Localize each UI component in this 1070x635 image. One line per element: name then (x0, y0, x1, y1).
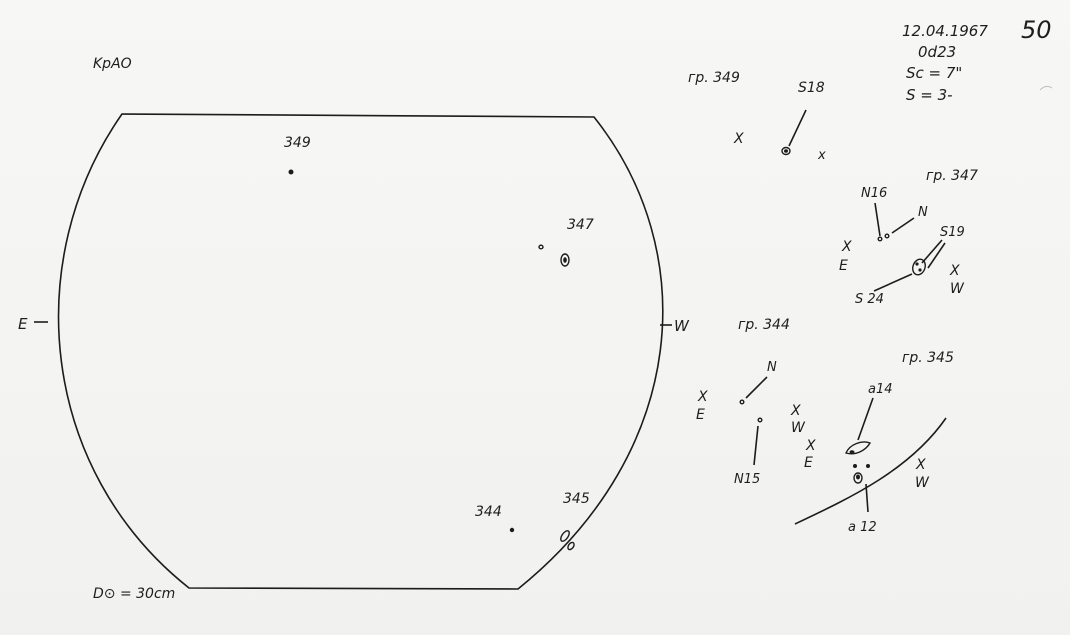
group-347-east-mark: X (841, 239, 852, 255)
sheet-number: 50 (1021, 16, 1052, 44)
group-344-n15-label: N15 (734, 472, 760, 487)
group-347-title: гр. 347 (926, 168, 978, 184)
group-345-following-spot (853, 472, 863, 484)
group-345-east-mark: X (805, 438, 816, 454)
group-347-big-umbra-2 (918, 268, 922, 272)
group-344-n15-pointer (753, 425, 759, 466)
group-347-s24-pointer (873, 273, 913, 292)
paper-smudge (1039, 85, 1053, 91)
group-345-a12-pointer (865, 483, 869, 513)
region-344-label: 344 (475, 504, 502, 520)
group-344-east-label: E (696, 407, 705, 423)
group-345-leading-spot (845, 441, 872, 455)
region-345-spot-a (560, 530, 570, 542)
group-345-dot-1 (853, 464, 857, 468)
group-347-small-spot-1 (877, 236, 883, 242)
group-347-west-label: W (950, 281, 965, 297)
region-345-label: 345 (563, 491, 590, 507)
date-label: 12.04.1967 (902, 22, 988, 40)
group-344-spot-n (739, 399, 745, 405)
group-345-a12-label: a 12 (848, 520, 877, 535)
group-344-n-pointer (745, 376, 768, 399)
group-344-west-mark: X (790, 403, 801, 419)
group-344-east-mark: X (697, 389, 708, 405)
group-349-spot (781, 146, 791, 156)
group-345-leading-umbra (849, 450, 855, 454)
group-349-spot-label: S18 (798, 80, 825, 96)
group-349-pointer (788, 109, 807, 147)
group-345-a14-pointer (857, 397, 874, 441)
region-347-main-spot (560, 253, 570, 267)
group-347-big-umbra-1 (915, 262, 919, 266)
group-345-limb-arc (794, 417, 947, 525)
group-344-spot-n15 (757, 417, 763, 423)
group-347-big-spot (912, 258, 926, 276)
region-347-main-umbra (563, 257, 567, 263)
group-349-mark-left: X (733, 131, 744, 147)
group-347-s19-pointer-b (927, 242, 946, 269)
solar-disk-outline (57, 113, 664, 590)
group-345-west-mark: X (915, 457, 926, 473)
group-347-n-pointer (891, 217, 915, 234)
group-347-east-label: E (839, 258, 848, 274)
group-347-west-mark: X (949, 263, 960, 279)
group-345-west-label: W (915, 475, 930, 491)
seeing-label: Sc = 7" (906, 64, 962, 82)
group-347-s19-pointer (921, 239, 943, 264)
time-label: 0d23 (918, 43, 956, 61)
region-349-label: 349 (284, 135, 311, 151)
group-344-title: гр. 344 (738, 317, 790, 333)
group-347-s24-label: S 24 (855, 292, 884, 307)
region-347-small-spot (538, 244, 544, 250)
group-345-a14-label: a14 (868, 382, 893, 397)
group-347-n16-pointer (874, 202, 881, 237)
group-347-n-label: N (918, 205, 928, 220)
group-345-following-umbra (856, 474, 860, 480)
group-347-s19-label: S19 (940, 225, 965, 240)
group-349-mark-right: x (817, 148, 826, 163)
s-label: S = 3- (906, 86, 953, 104)
group-345-dot-2 (866, 464, 870, 468)
east-label: E (18, 315, 28, 333)
group-345-title: гр. 345 (902, 350, 954, 366)
group-345-east-label: E (804, 455, 813, 471)
region-349-spot (288, 169, 294, 175)
region-345-spot-b (567, 541, 575, 551)
group-347-small-spot-2 (884, 233, 890, 239)
group-344-west-label: W (791, 420, 806, 436)
group-349-title: гр. 349 (688, 70, 740, 86)
region-344-spot (509, 527, 515, 533)
west-label: W (674, 317, 690, 335)
group-344-n-label: N (767, 360, 777, 375)
group-349-umbra (784, 149, 788, 153)
region-347-label: 347 (567, 217, 594, 233)
diameter-label: D⊙ = 30cm (93, 586, 175, 602)
group-347-n16-label: N16 (861, 186, 887, 201)
observatory-label: KpAO (93, 56, 132, 72)
